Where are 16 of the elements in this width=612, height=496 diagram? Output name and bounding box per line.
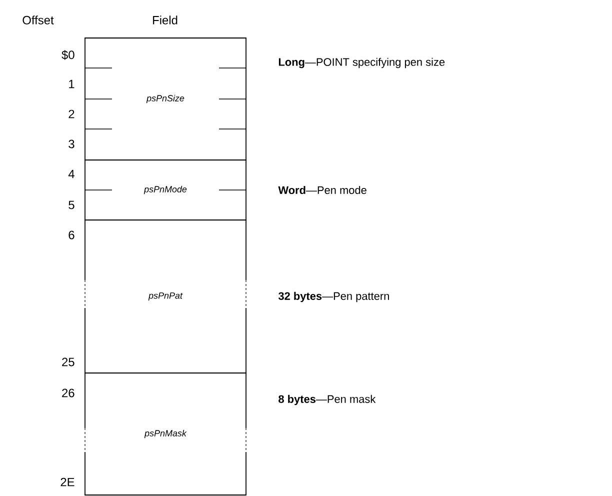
field-box: psPnMask (84, 372, 246, 496)
field-description: Word—Pen mode (278, 186, 366, 194)
offset-label: 3 (68, 140, 74, 148)
column-header: Field (153, 16, 178, 24)
offset-label: 26 (62, 388, 74, 398)
offset-label: 6 (68, 230, 74, 240)
field-box: psPnSize (84, 38, 246, 160)
offset-label: 4 (68, 170, 74, 178)
field-box: psPnMode (84, 160, 246, 220)
field-description: 32 bytes—Pen pattern (278, 292, 389, 302)
field-description: Long—POINT specifying pen size (278, 58, 445, 68)
offset-label: 25 (62, 358, 74, 366)
column-header: Offset (22, 16, 54, 24)
field-box: psPnPat (84, 220, 246, 374)
field-description: 8 bytes—Pen mask (278, 394, 376, 406)
offset-label: 5 (68, 200, 74, 210)
